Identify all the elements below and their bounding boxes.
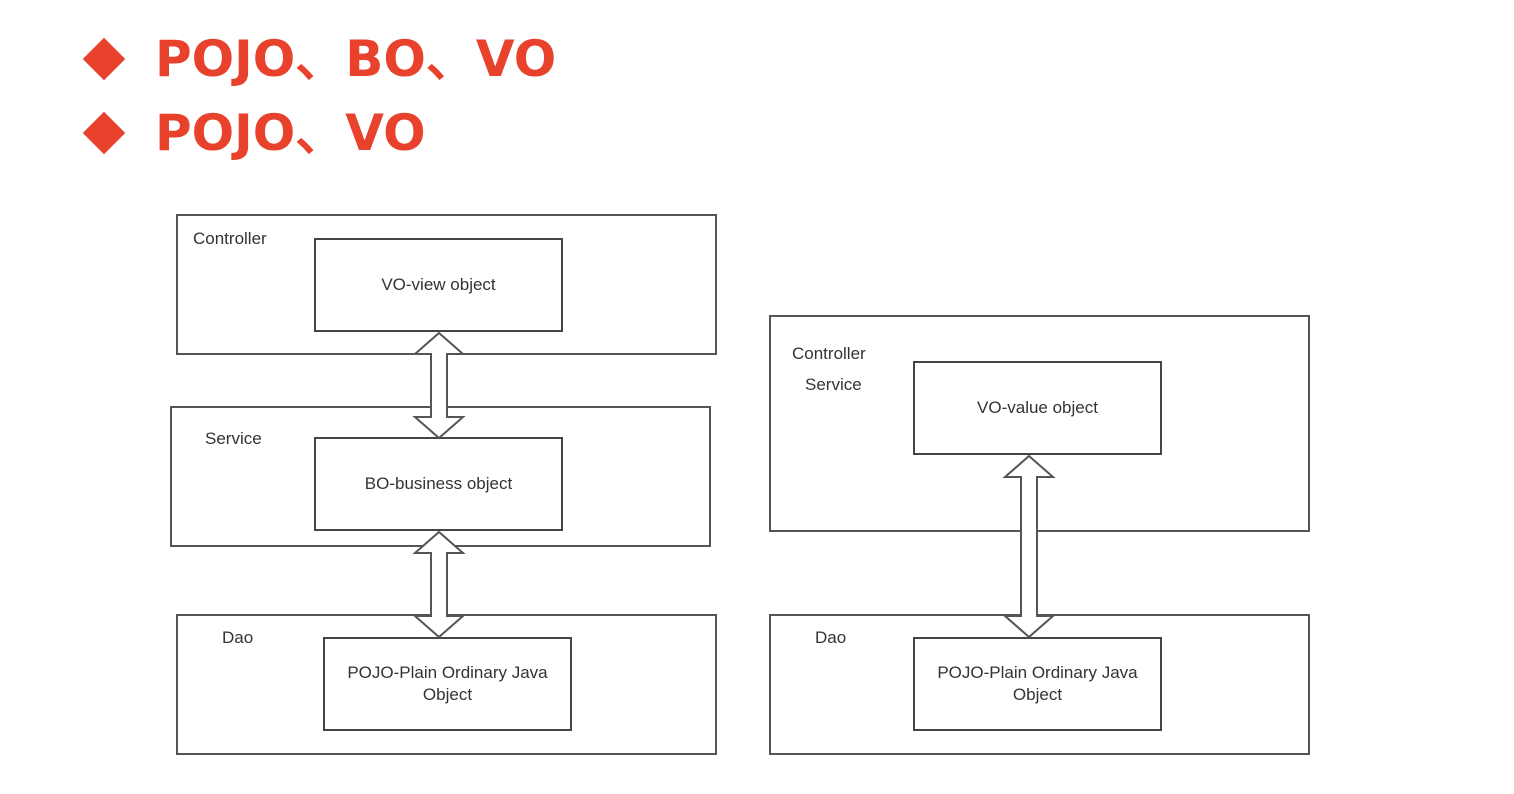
left-bo-object-box: BO-business object [314, 437, 563, 531]
right-vo-object-box: VO-value object [913, 361, 1162, 455]
arrow-vo-pojo-right [1002, 454, 1056, 639]
right-service-label: Service [805, 375, 862, 394]
left-controller-label: Controller [193, 229, 267, 248]
right-pojo-object-box: POJO-Plain Ordinary Java Object [913, 637, 1162, 731]
heading-pojo-bo-vo: POJO、BO、VO [82, 30, 557, 88]
left-service-label: Service [205, 429, 262, 448]
arrow-vo-bo [412, 331, 466, 440]
arrow-bo-pojo [412, 530, 466, 639]
left-dao-label: Dao [222, 628, 254, 647]
right-dao-label: Dao [815, 628, 847, 647]
left-pojo-object-box: POJO-Plain Ordinary Java Object [323, 637, 572, 731]
left-vo-object-box: VO-view object [314, 238, 563, 332]
right-controller-label: Controller [792, 344, 866, 363]
heading-text: POJO、BO、VO [155, 30, 557, 88]
heading-text: POJO、VO [155, 104, 426, 162]
heading-pojo-vo: POJO、VO [82, 104, 426, 162]
